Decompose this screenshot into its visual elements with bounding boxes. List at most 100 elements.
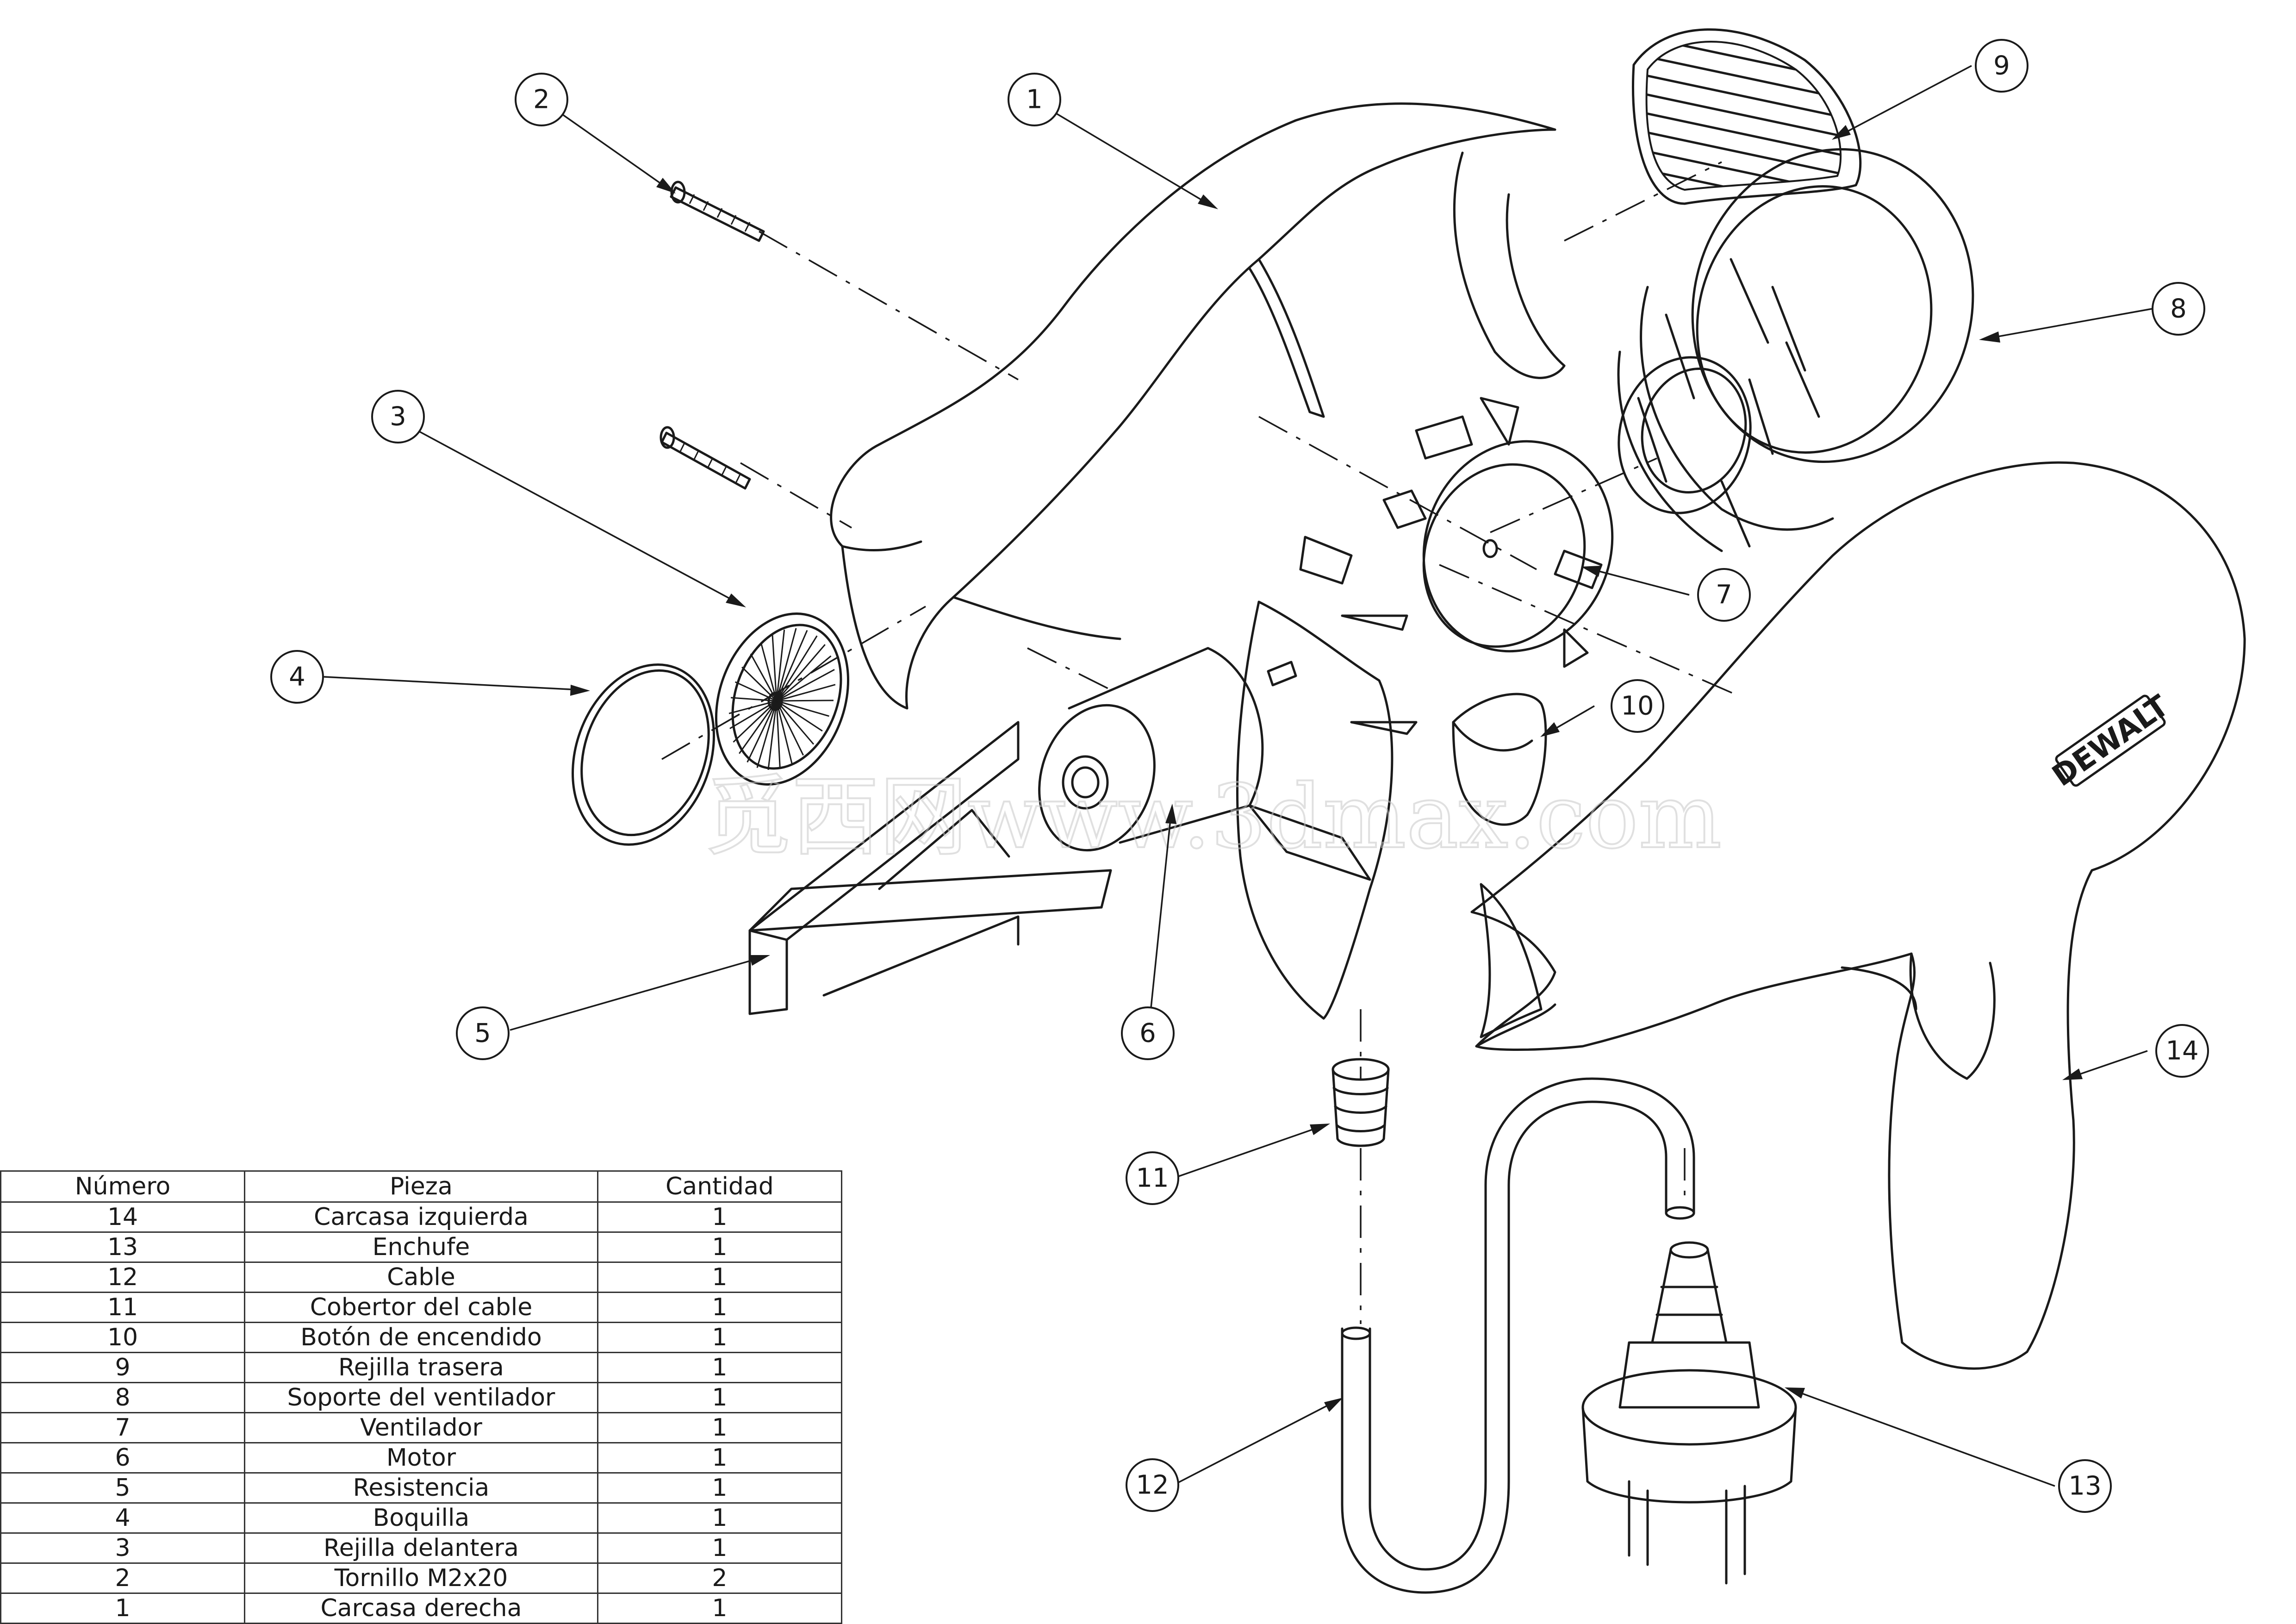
balloon-10: 10 — [1611, 679, 1664, 733]
cell-part: Carcasa izquierda — [244, 1201, 598, 1233]
cell-part: Enchufe — [244, 1231, 598, 1263]
balloon-11: 11 — [1126, 1151, 1179, 1205]
grille-spoke — [776, 684, 836, 702]
grille-spoke — [776, 668, 835, 702]
grille-spoke — [776, 630, 785, 701]
balloon-8: 8 — [2152, 282, 2205, 336]
cell-part: Ventilador — [244, 1412, 598, 1443]
grille-spoke — [760, 643, 778, 701]
plug — [1581, 1241, 1797, 1585]
cell-number: 8 — [0, 1382, 246, 1413]
cell-part: Cable — [244, 1262, 598, 1293]
parts-table-header: Número Pieza Cantidad — [0, 1170, 843, 1203]
grille-spoke — [776, 700, 793, 764]
cell-number: 9 — [0, 1352, 246, 1383]
grille-spoke — [776, 700, 834, 702]
svg-text:10: 10 — [1621, 691, 1654, 721]
cell-part: Resistencia — [244, 1472, 598, 1504]
grille-spoke — [767, 700, 778, 770]
grille-spokes — [728, 628, 836, 770]
balloon-14: 14 — [2155, 1024, 2209, 1078]
balloon-9: 9 — [1975, 39, 2028, 93]
svg-text:5: 5 — [474, 1018, 491, 1049]
cell-quantity: 1 — [597, 1292, 843, 1323]
cell-number: 6 — [0, 1442, 246, 1474]
screw-top — [670, 181, 765, 242]
grille-spoke — [776, 630, 808, 701]
header-numero: Número — [0, 1170, 246, 1203]
grille-spoke — [772, 634, 778, 701]
watermark: 觅西网www.3dmax.com — [703, 766, 1722, 868]
svg-text:2: 2 — [533, 85, 550, 115]
grille-spoke — [776, 700, 804, 756]
cell-number: 10 — [0, 1322, 246, 1353]
cell-quantity: 1 — [597, 1412, 843, 1443]
cell-quantity: 1 — [597, 1442, 843, 1474]
fan — [1382, 397, 1614, 668]
grille-spoke — [747, 700, 778, 763]
cell-number: 11 — [0, 1292, 246, 1323]
grille-spoke — [756, 700, 778, 768]
svg-text:9: 9 — [1993, 51, 2010, 81]
cell-number: 4 — [0, 1502, 246, 1534]
cell-quantity: 1 — [597, 1502, 843, 1534]
svg-text:8: 8 — [2170, 294, 2187, 324]
cell-part: Rejilla trasera — [244, 1352, 598, 1383]
balloon-2: 2 — [515, 73, 568, 126]
cell-number: 5 — [0, 1472, 246, 1504]
cell-part: Rejilla delantera — [244, 1532, 598, 1564]
cable-cover — [1332, 1058, 1390, 1147]
cell-number: 1 — [0, 1593, 246, 1624]
svg-text:14: 14 — [2165, 1036, 2198, 1066]
cell-quantity: 1 — [597, 1352, 843, 1383]
cell-part: Motor — [244, 1442, 598, 1474]
header-pieza: Pieza — [244, 1170, 598, 1203]
balloon-6: 6 — [1121, 1006, 1175, 1060]
leader-lines — [324, 65, 2153, 1487]
power-button — [1452, 693, 1547, 826]
motor — [1038, 647, 1371, 881]
center-lines — [661, 161, 1736, 1324]
grille-spoke — [776, 700, 815, 745]
cell-quantity: 1 — [597, 1472, 843, 1504]
balloon-1: 1 — [1008, 73, 1061, 126]
svg-text:13: 13 — [2068, 1471, 2101, 1501]
cell-part: Tornillo M2x20 — [244, 1562, 598, 1594]
svg-text:12: 12 — [1136, 1470, 1169, 1500]
cell-quantity: 1 — [597, 1532, 843, 1564]
cell-part: Soporte del ventilador — [244, 1382, 598, 1413]
nozzle-ring — [572, 663, 715, 846]
cell-number: 12 — [0, 1262, 246, 1293]
svg-text:1: 1 — [1026, 85, 1043, 115]
grille-spoke — [776, 635, 818, 701]
cell-number: 3 — [0, 1532, 246, 1564]
cell-part: Carcasa derecha — [244, 1593, 598, 1624]
svg-text:DEWALT: DEWALT — [2046, 689, 2175, 793]
balloon-12: 12 — [1126, 1458, 1179, 1512]
front-grille — [715, 612, 850, 786]
fan-support — [1617, 148, 1974, 552]
grille-spoke — [739, 700, 778, 754]
housing-fragments — [1236, 536, 1543, 1038]
cell-quantity: 1 — [597, 1593, 843, 1624]
cell-quantity: 1 — [597, 1322, 843, 1353]
grille-spoke — [776, 700, 823, 732]
cell-number: 13 — [0, 1231, 246, 1263]
cell-number: 7 — [0, 1412, 246, 1443]
grille-spoke — [776, 655, 832, 702]
svg-text:3: 3 — [390, 402, 406, 432]
left-housing: DEWALT — [1470, 461, 2246, 1370]
svg-text:4: 4 — [289, 662, 305, 692]
rear-grille — [1631, 28, 1862, 205]
